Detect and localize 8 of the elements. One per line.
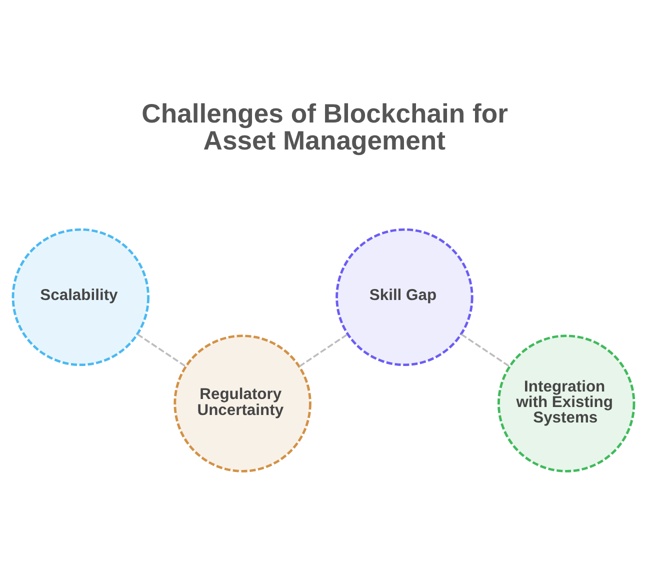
diagram-title: Challenges of Blockchain for Asset Management [142, 98, 508, 156]
node-circle: Skill Gap [336, 228, 474, 366]
connector [299, 333, 348, 368]
connector [137, 334, 186, 368]
node-circle: Integration with Existing Systems [497, 334, 636, 472]
connector [460, 334, 510, 368]
node-circle: Regulatory Uncertainty [174, 334, 312, 472]
node-circle: Scalability [12, 228, 150, 366]
